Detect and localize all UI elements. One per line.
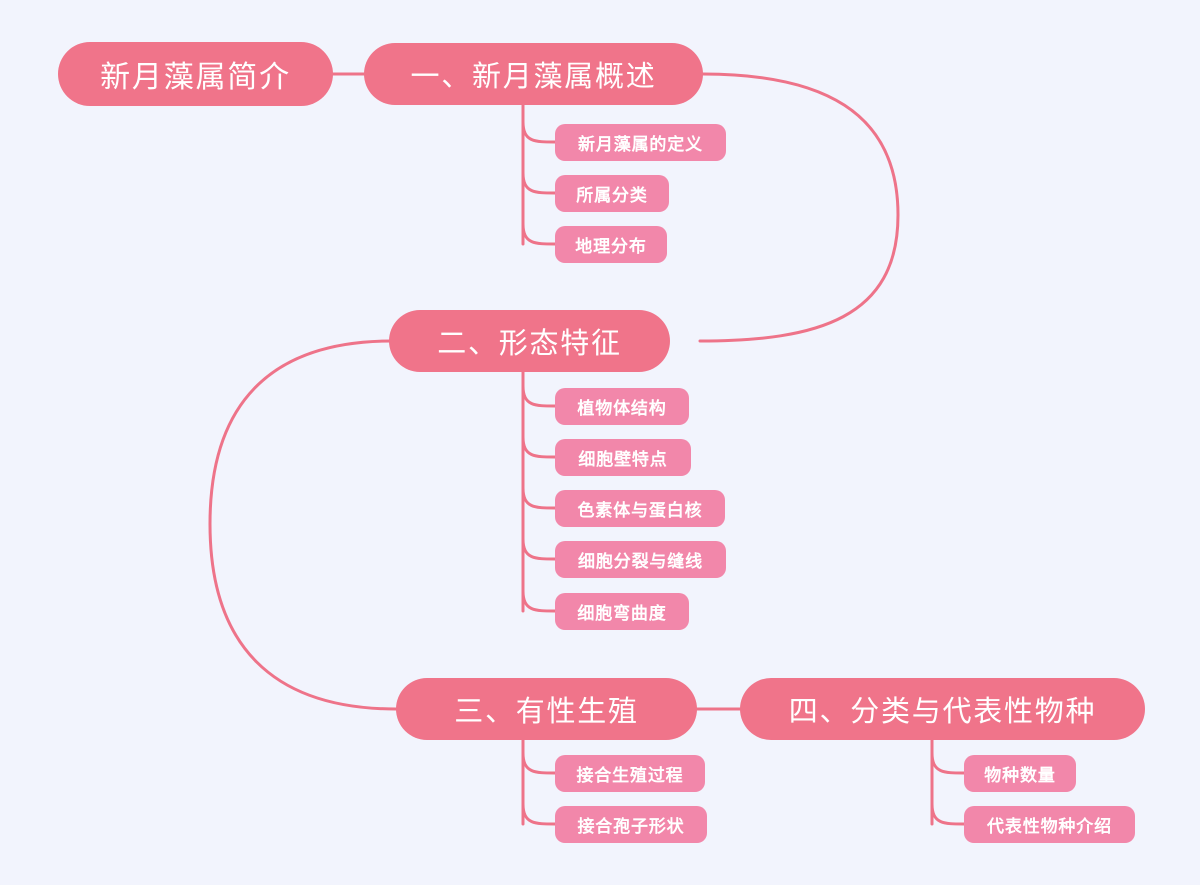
- leaf-node-3-2[interactable]: 接合孢子形状: [555, 806, 707, 843]
- leaf-node-4-1[interactable]: 物种数量: [964, 755, 1076, 792]
- leaf-node-4-2[interactable]: 代表性物种介绍: [964, 806, 1135, 843]
- leaf-node-2-1[interactable]: 植物体结构: [555, 388, 689, 425]
- root-node-label: 新月藻属简介: [100, 61, 291, 94]
- branch-node-2[interactable]: 二、形态特征: [389, 310, 670, 372]
- branch-node-1[interactable]: 一、新月藻属概述: [364, 43, 703, 105]
- edge-branch-3-leaf-1: [521, 751, 557, 775]
- leaf-node-4-1-label: 物种数量: [984, 766, 1056, 785]
- leaf-node-2-2-label: 细胞壁特点: [578, 450, 668, 469]
- leaf-node-2-1-label: 植物体结构: [577, 399, 667, 418]
- edge-branch-2-leaf-2: [521, 435, 557, 459]
- edge-branch-1-leaf-3: [521, 222, 557, 246]
- edge-branch-4-leaf-2: [930, 802, 966, 826]
- branch-node-2-label: 二、形态特征: [437, 328, 622, 360]
- leaf-node-4-2-label: 代表性物种介绍: [987, 817, 1112, 836]
- branch-node-3-label: 三、有性生殖: [454, 696, 639, 728]
- leaf-node-1-1[interactable]: 新月藻属的定义: [555, 124, 726, 161]
- edge-branch-1-to-branch-2: [698, 72, 900, 343]
- leaf-node-1-2[interactable]: 所属分类: [555, 175, 669, 212]
- root-node[interactable]: 新月藻属简介: [58, 42, 333, 106]
- leaf-node-1-1-label: 新月藻属的定义: [578, 135, 703, 154]
- leaf-node-2-3[interactable]: 色素体与蛋白核: [555, 490, 725, 527]
- leaf-node-2-5-label: 细胞弯曲度: [577, 604, 667, 623]
- leaf-node-2-4-label: 细胞分裂与缝线: [578, 552, 703, 571]
- edge-branch-2-leaf-5: [521, 589, 557, 613]
- edge-branch-4-leaf-1: [930, 751, 966, 775]
- edge-branch-1-leaf-2: [521, 171, 557, 195]
- leaf-node-1-2-label: 所属分类: [576, 186, 648, 205]
- branch-node-1-label: 一、新月藻属概述: [410, 61, 657, 93]
- branch-node-4-label: 四、分类与代表性物种: [788, 696, 1097, 728]
- branch-node-4[interactable]: 四、分类与代表性物种: [740, 678, 1145, 740]
- edge-branch-3-leaf-2: [521, 802, 557, 826]
- edge-branch-2-leaf-3: [521, 486, 557, 510]
- edge-branch-1-leaf-1: [521, 120, 557, 144]
- leaf-node-2-2[interactable]: 细胞壁特点: [555, 439, 691, 476]
- branch-node-3[interactable]: 三、有性生殖: [396, 678, 697, 740]
- leaf-node-2-3-label: 色素体与蛋白核: [577, 501, 703, 520]
- leaf-node-1-3-label: 地理分布: [575, 237, 647, 256]
- leaf-node-2-5[interactable]: 细胞弯曲度: [555, 593, 689, 630]
- leaf-node-3-2-label: 接合孢子形状: [577, 817, 685, 836]
- leaf-node-1-3[interactable]: 地理分布: [555, 226, 667, 263]
- edge-branch-2-to-branch-3: [208, 339, 398, 711]
- edge-branch-2-leaf-1: [521, 384, 557, 408]
- leaf-node-2-4[interactable]: 细胞分裂与缝线: [555, 541, 726, 578]
- leaf-node-3-1-label: 接合生殖过程: [576, 766, 684, 785]
- leaf-node-3-1[interactable]: 接合生殖过程: [555, 755, 705, 792]
- edge-branch-2-leaf-4: [521, 537, 557, 561]
